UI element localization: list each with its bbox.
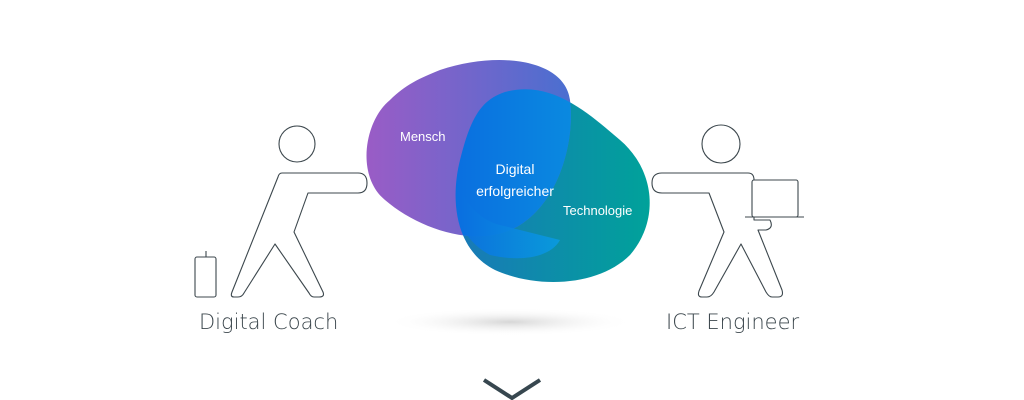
overlap-lower — [458, 190, 560, 259]
label-center-line2: erfolgreicher — [476, 183, 554, 199]
laptop-icon — [751, 179, 799, 218]
blob-shadow — [385, 308, 635, 336]
label-center-line1: Digital — [495, 161, 535, 177]
label-technology: Technologie — [563, 203, 633, 218]
left-person-body — [230, 172, 368, 298]
right-person-body — [651, 172, 784, 298]
right-person-caption: ICT Engineer — [666, 310, 800, 334]
chevron-down-icon[interactable] — [482, 378, 542, 400]
label-human: Mensch — [400, 129, 446, 144]
left-person-head — [278, 125, 316, 163]
left-phone-icon — [194, 256, 217, 298]
right-person-head — [701, 124, 741, 164]
left-person-caption: Digital Coach — [199, 310, 339, 334]
label-center: Digital erfolgreicher — [455, 158, 575, 202]
